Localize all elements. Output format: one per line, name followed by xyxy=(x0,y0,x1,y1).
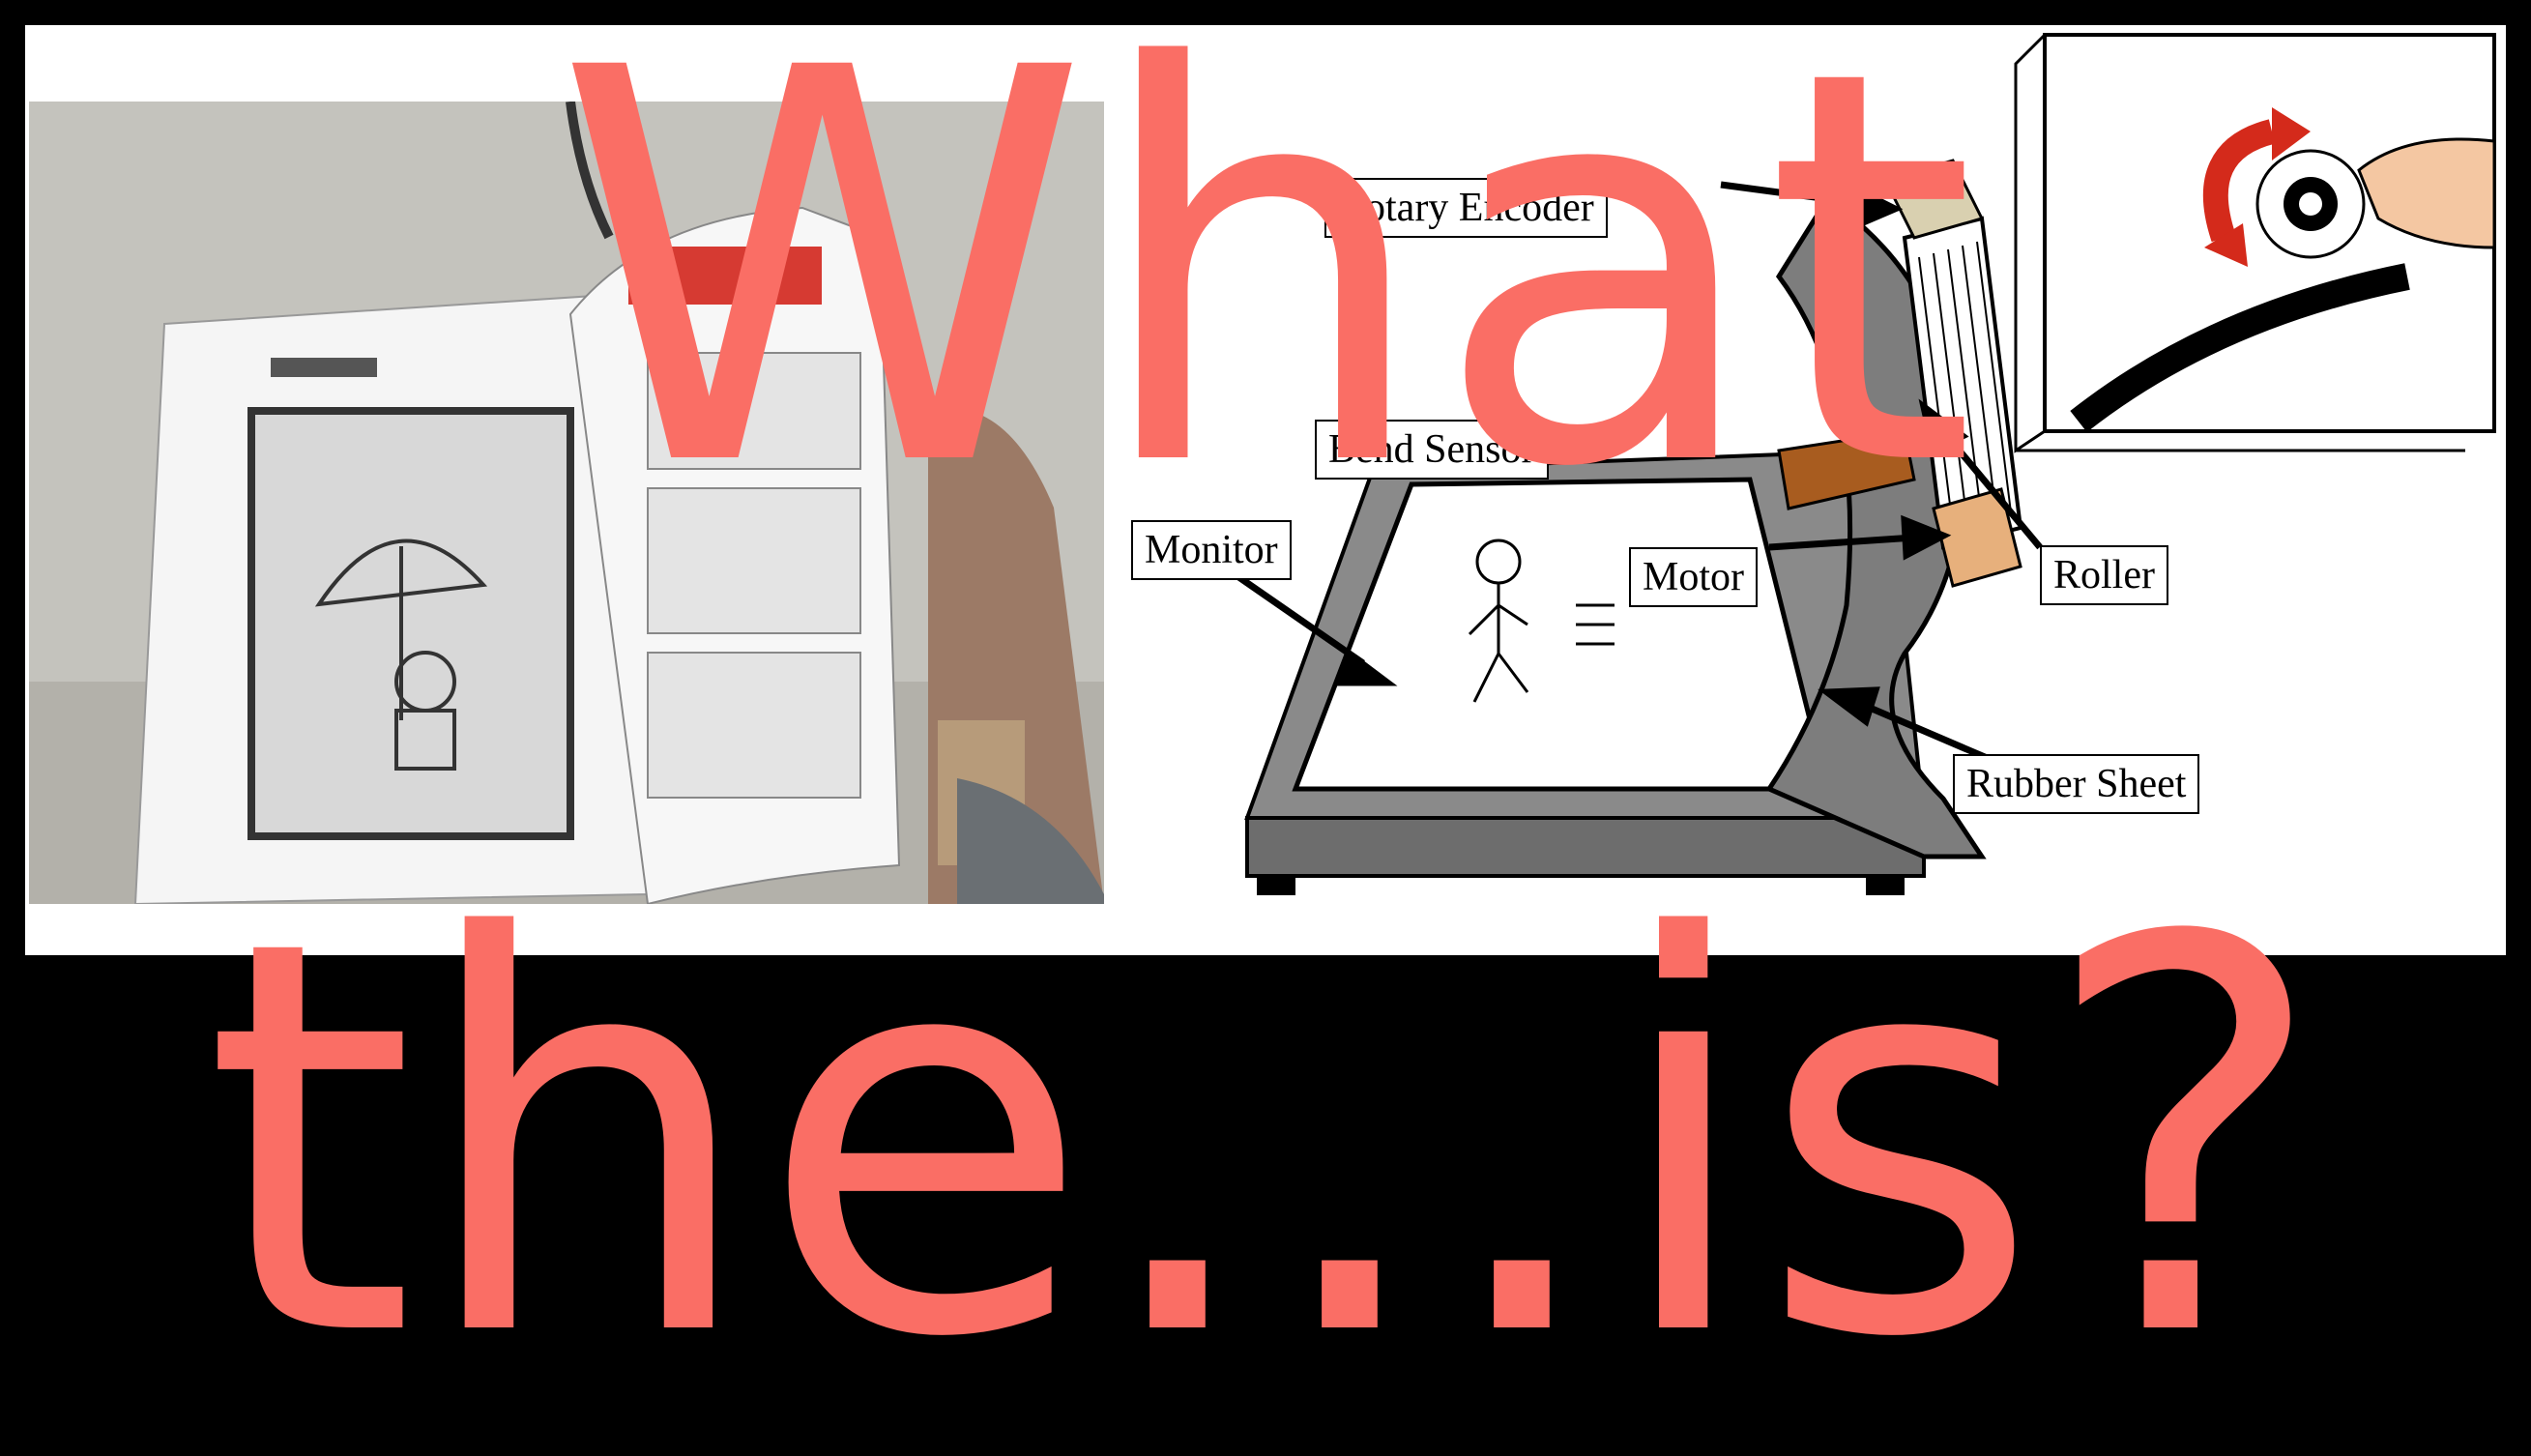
device-schematic: Rotary Encoder Bend Sensor Monitor Motor… xyxy=(1150,25,2506,955)
schematic-drawing xyxy=(1150,25,2506,955)
label-rotary-encoder: Rotary Encoder xyxy=(1324,178,1608,238)
label-bend-sensor: Bend Sensor xyxy=(1315,420,1549,480)
slide: Rotary Encoder Bend Sensor Monitor Motor… xyxy=(0,0,2531,955)
label-motor: Motor xyxy=(1629,547,1758,607)
label-roller: Roller xyxy=(2040,545,2168,605)
photo-illustration xyxy=(29,102,1104,904)
label-rubber-sheet: Rubber Sheet xyxy=(1953,754,2199,814)
device-photo xyxy=(29,102,1104,904)
label-monitor: Monitor xyxy=(1131,520,1292,580)
